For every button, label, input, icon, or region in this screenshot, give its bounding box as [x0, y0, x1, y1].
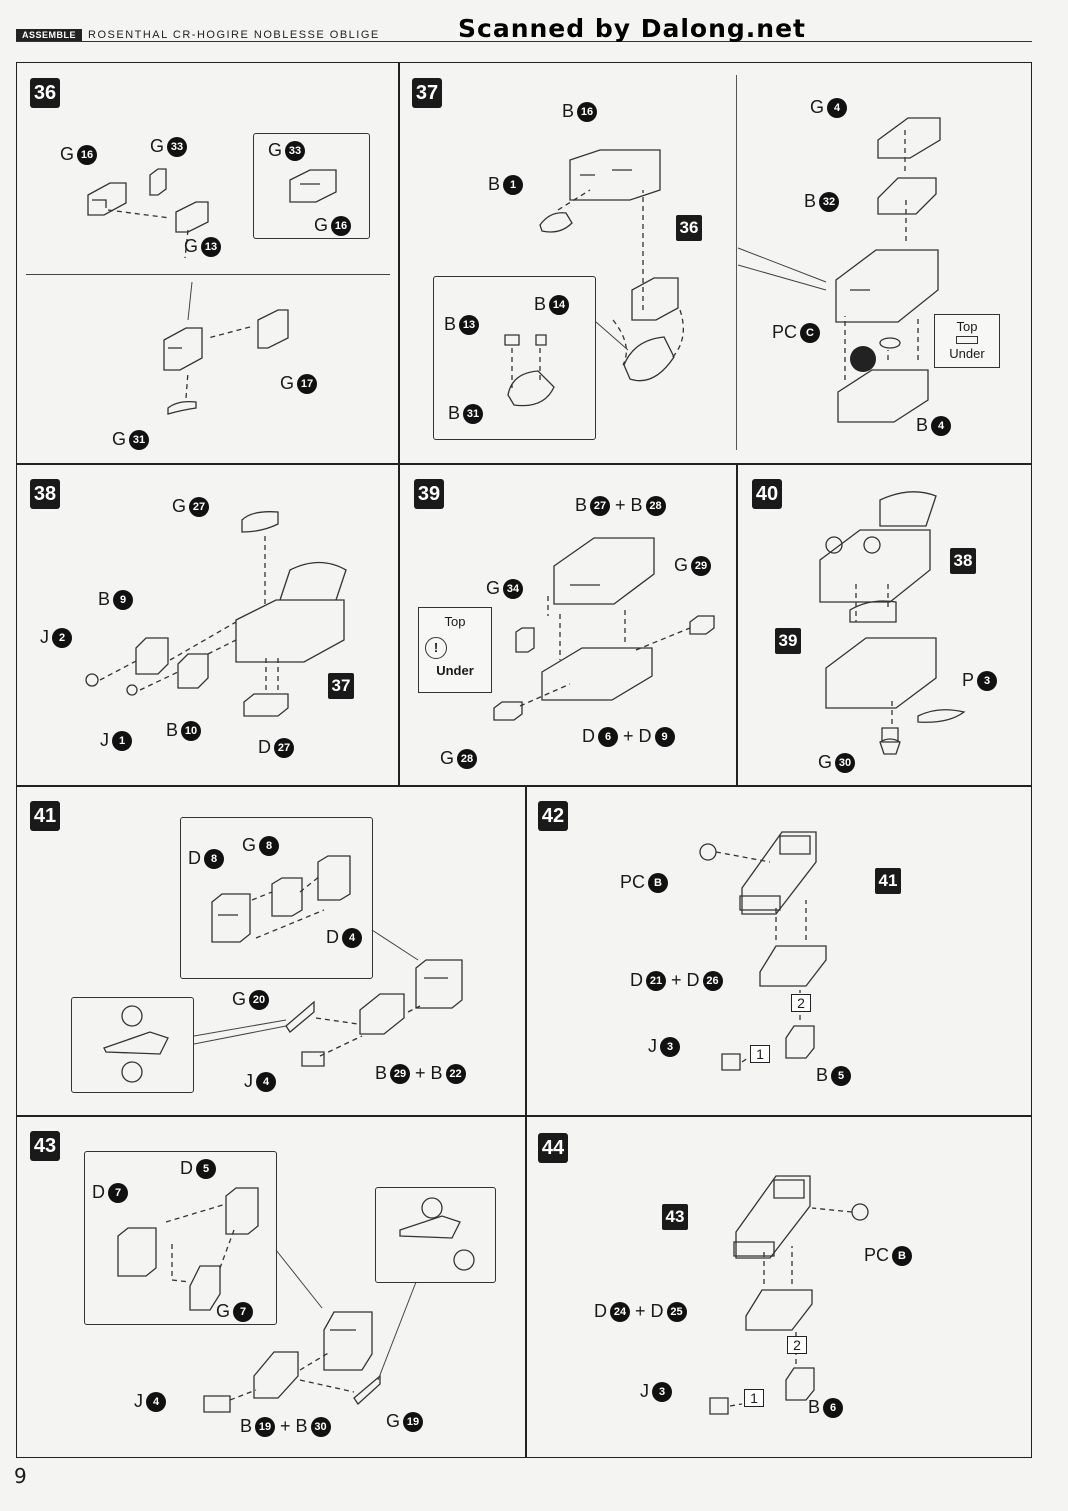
note-under: Under	[949, 346, 985, 361]
order-2: 2	[787, 1336, 807, 1354]
col-divider-r1	[398, 62, 400, 785]
order-1: 1	[750, 1045, 770, 1063]
step-39-orientation-note: Top ! Under	[418, 607, 492, 693]
step-38-ref-37: 37	[328, 673, 354, 699]
kit-title: ROSENTHAL CR-HOGIRE NOBLESSE OBLIGE	[88, 29, 380, 41]
orientation-icon	[956, 336, 978, 344]
step-41-cement-inset	[71, 997, 194, 1093]
order-2: 2	[791, 994, 811, 1012]
col-divider-r34	[525, 785, 527, 1458]
col-divider-r2	[736, 463, 738, 785]
scan-watermark: Scanned by Dalong.net	[458, 14, 807, 43]
step-42-number: 42	[538, 801, 568, 831]
step36-separator	[26, 274, 390, 275]
step-40-ref-39: 39	[775, 628, 801, 654]
assemble-tag: ASSEMBLE	[16, 29, 83, 41]
step-44-ref-43: 43	[662, 1204, 688, 1230]
step-37-inset	[433, 276, 596, 440]
note-top: Top	[956, 319, 978, 334]
step-40-number: 40	[752, 479, 782, 509]
step-37-ref-36: 36	[676, 215, 702, 241]
step-37-orientation-note: Top Under	[934, 314, 1000, 368]
step-43-cement-inset	[375, 1187, 496, 1283]
step-37-number: 37	[412, 78, 442, 108]
order-1: 1	[744, 1389, 764, 1407]
step-41-inset	[180, 817, 373, 979]
step-42-ref-41: 41	[875, 868, 901, 894]
step-40-ref-38: 38	[950, 548, 976, 574]
note-under: Under	[436, 663, 474, 678]
row-divider-2	[16, 785, 1032, 787]
step-41-number: 41	[30, 801, 60, 831]
note-top: Top	[444, 614, 466, 629]
row-divider-1	[16, 463, 1032, 465]
step37-inner-divider	[736, 75, 737, 450]
page-header: ASSEMBLE ROSENTHAL CR-HOGIRE NOBLESSE OB…	[16, 28, 380, 42]
header-rule	[16, 41, 1032, 42]
step-43-number: 43	[30, 1131, 60, 1161]
caution-icon: !	[425, 637, 447, 659]
row-divider-3	[16, 1115, 1032, 1117]
step-38-number: 38	[30, 479, 60, 509]
step-39-number: 39	[414, 479, 444, 509]
step-43-inset	[84, 1151, 277, 1325]
no-cement-icon	[850, 346, 876, 372]
step-36-number: 36	[30, 78, 60, 108]
page-number: 9	[14, 1464, 27, 1488]
step-36-inset	[253, 133, 370, 239]
instruction-grid	[16, 62, 1032, 1458]
step-44-number: 44	[538, 1133, 568, 1163]
